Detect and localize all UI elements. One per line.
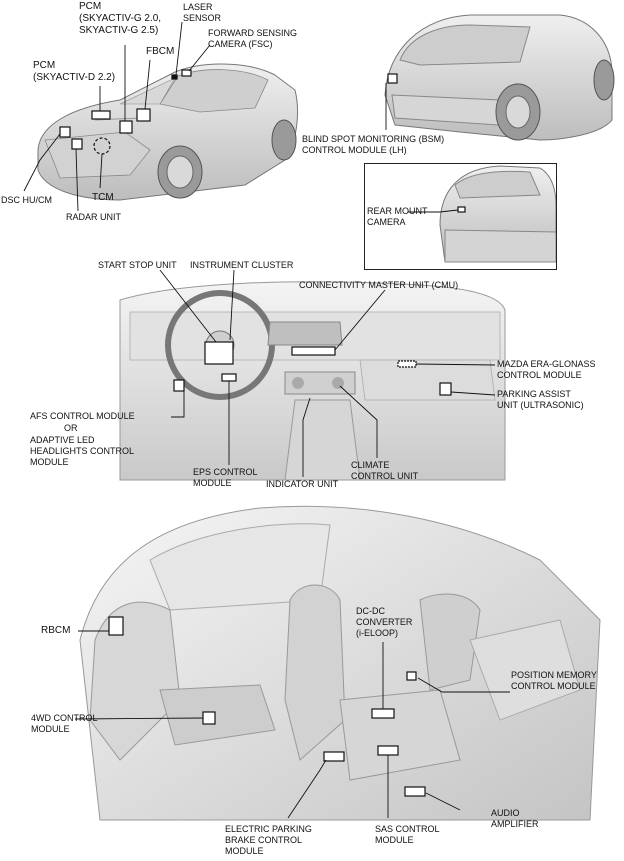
label-bsm-control-module: BLIND SPOT MONITORING (BSM) CONTROL MODU… [302,134,445,155]
audio-module [404,786,426,797]
pcm-d-module [91,110,111,120]
parking-module [439,382,452,396]
rbcm-module [108,616,124,636]
label-connectivity-master-unit: CONNECTIVITY MASTER UNIT (CMU) [299,280,459,290]
label-eps-control-module: EPS CONTROL MODULE [193,467,258,488]
epb-module [323,751,345,762]
era-module [397,360,417,368]
rear-camera-inset-frame [364,163,557,270]
fbcm-module [136,108,151,122]
dcdc-module [371,708,395,719]
fsc-module [181,69,192,77]
label-mazda-era-glonass: MAZDA ERA-GLONASS CONTROL MODULE [497,359,596,380]
sas-module [377,745,399,756]
label-climate-control-unit: CLIMATE CONTROL UNIT [351,460,419,481]
label-indicator-unit: INDICATOR UNIT [266,479,339,489]
cmu-module [291,346,336,356]
label-position-memory-control-module: POSITION MEMORY CONTROL MODULE [511,670,597,691]
label-parking-assist-unit: PARKING ASSIST UNIT (ULTRASONIC) [497,389,584,410]
start-stop-module [204,341,234,365]
label-dc-dc-converter: DC-DC CONVERTER (i-ELOOP) [356,606,413,638]
dsc-module [59,126,71,138]
rear-camera-module [457,206,466,213]
rear-car-illustration [384,14,615,141]
label-tcm: TCM [92,192,114,203]
label-afs-control-module: AFS CONTROL MODULE [30,411,135,421]
rear-camera-inset-illustration [439,165,557,263]
bsm-module [387,73,398,84]
pcm-g-module [119,120,133,134]
laser-sensor-marker [171,74,178,80]
label-laser-sensor: LASER SENSOR [183,2,222,23]
label-or: OR [64,423,78,433]
label-instrument-cluster: INSTRUMENT CLUSTER [190,260,294,270]
front-car-illustration [37,63,299,201]
label-radar-unit: RADAR UNIT [66,212,122,222]
label-fbcm: FBCM [146,46,175,57]
label-adaptive-led-headlights: ADAPTIVE LED HEADLIGHTS CONTROL MODULE [30,435,135,467]
eps-module [221,373,237,382]
label-4wd-control-module: 4WD CONTROL MODULE [31,713,98,734]
afs-module [173,379,185,392]
label-forward-sensing-camera: FORWARD SENSING CAMERA (FSC) [208,28,298,49]
label-sas-control-module: SAS CONTROL MODULE [375,824,440,845]
position-module [406,671,417,681]
radar-module [71,138,83,150]
label-pcm-skyactiv-g: PCM (SKYACTIV-G 2.0, SKYACTIV-G 2.5) [79,1,162,36]
cabin-illustration [79,505,601,821]
label-start-stop-unit: START STOP UNIT [98,260,177,270]
fwd-module [202,711,216,725]
dashboard-illustration [119,281,506,481]
label-pcm-skyactiv-d: PCM (SKYACTIV-D 2.2) [33,60,116,83]
label-electric-parking-brake: ELECTRIC PARKING BRAKE CONTROL MODULE [225,824,312,856]
label-audio-amplifier: AUDIO AMPLIFIER [491,808,539,829]
label-rbcm: RBCM [41,625,71,636]
label-rear-mount-camera: REAR MOUNT CAMERA [367,206,428,227]
label-dsc-hu-cm: DSC HU/CM [1,195,52,205]
